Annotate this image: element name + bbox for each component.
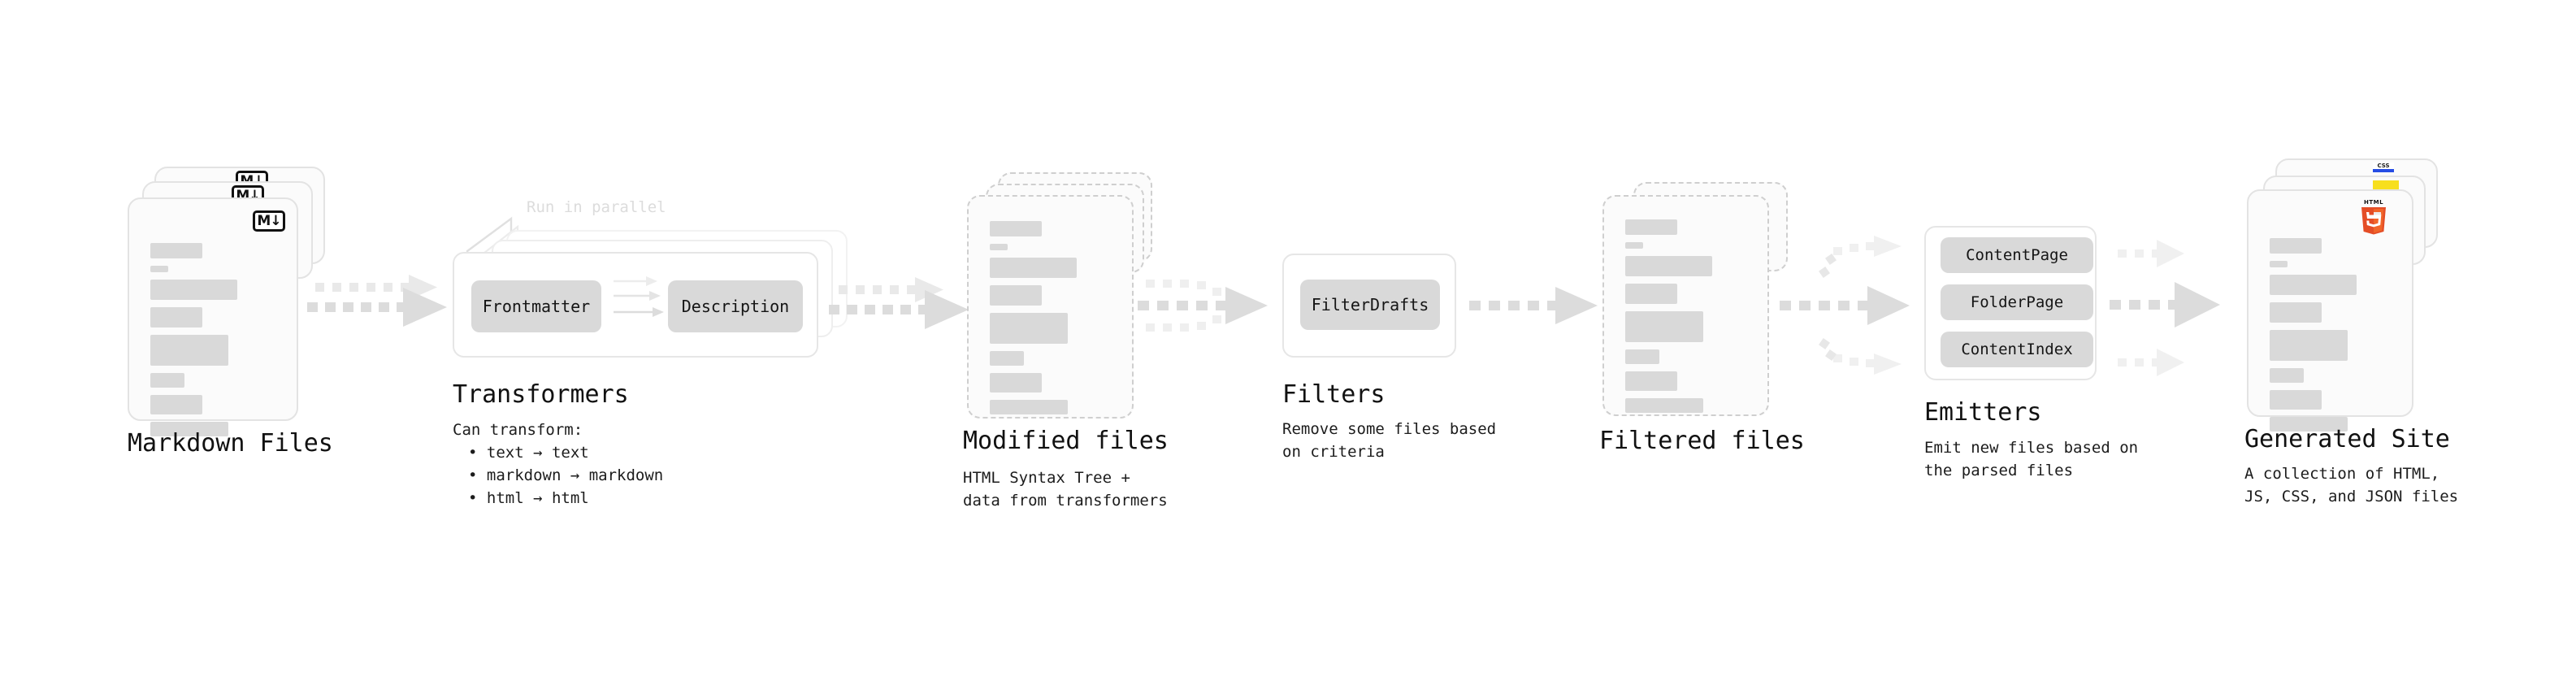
emitters-subtitle: Emit new files based on the parsed files bbox=[1924, 439, 2139, 479]
connector-modified-to-filters bbox=[1138, 280, 1268, 332]
content-bar bbox=[2270, 302, 2322, 323]
content-bar bbox=[990, 351, 1024, 366]
connector-markdown-to-transformers bbox=[307, 275, 447, 327]
content-bar bbox=[990, 258, 1077, 278]
connector-filters-to-filtered bbox=[1469, 287, 1598, 324]
css-icon-rule bbox=[2373, 169, 2394, 172]
filter-chip-filterdrafts[interactable]: FilterDrafts bbox=[1300, 280, 1440, 330]
emitter-chip-folderpage[interactable]: FolderPage bbox=[1941, 284, 2093, 320]
run-in-parallel-label: Run in parallel bbox=[527, 198, 666, 216]
content-bar bbox=[2270, 390, 2322, 410]
stage-title-filters: Filters bbox=[1282, 380, 1386, 409]
card-content-bars bbox=[1625, 219, 1751, 420]
card-content-bars bbox=[150, 243, 280, 444]
content-bar bbox=[990, 244, 1008, 250]
stage-title-markdown-files: Markdown Files bbox=[128, 429, 333, 458]
transformer-inner-arrows bbox=[614, 276, 664, 317]
content-bar bbox=[990, 373, 1042, 393]
content-bar bbox=[1625, 349, 1659, 364]
stage-title-generated-site: Generated Site bbox=[2244, 425, 2450, 453]
content-bar bbox=[1625, 284, 1677, 304]
markdown-file-card: M↓ bbox=[128, 197, 298, 436]
transformers-bullet-2: • html → html bbox=[468, 489, 589, 507]
connector-emitters-to-site bbox=[2110, 240, 2220, 376]
content-bar bbox=[1625, 311, 1703, 342]
connector-filtered-to-emitters bbox=[1780, 236, 1910, 375]
transformers-subtitle: Can transform: bbox=[453, 421, 583, 439]
content-bar bbox=[1625, 256, 1712, 276]
card-content-bars bbox=[990, 221, 1116, 422]
content-bar bbox=[990, 400, 1068, 414]
emitter-chip-contentpage[interactable]: ContentPage bbox=[1941, 237, 2093, 273]
content-bar bbox=[150, 307, 202, 327]
content-bar bbox=[2270, 330, 2348, 361]
html5-icon: HTML bbox=[2358, 197, 2389, 235]
css-icon-label: CSS bbox=[2377, 163, 2390, 169]
content-bar bbox=[150, 266, 168, 272]
content-bar bbox=[150, 373, 184, 388]
modified-files-subtitle: HTML Syntax Tree + data from transformer… bbox=[963, 469, 1168, 510]
content-bar bbox=[2270, 275, 2357, 295]
transformers-bullet-1: • markdown → markdown bbox=[468, 466, 664, 484]
stage-title-modified-files: Modified files bbox=[963, 427, 1169, 455]
content-bar bbox=[150, 422, 228, 436]
content-bar bbox=[150, 243, 202, 258]
content-bar bbox=[1625, 242, 1643, 249]
content-bar bbox=[150, 280, 237, 300]
content-bar bbox=[1625, 398, 1703, 413]
transformer-chip-frontmatter[interactable]: Frontmatter bbox=[471, 280, 601, 332]
content-bar bbox=[1625, 219, 1677, 235]
generated-site-subtitle: A collection of HTML, JS, CSS, and JSON … bbox=[2244, 465, 2459, 505]
content-bar bbox=[150, 395, 202, 414]
content-bar bbox=[990, 313, 1068, 344]
content-bar bbox=[990, 285, 1042, 306]
content-bar bbox=[150, 335, 228, 366]
content-bar bbox=[990, 221, 1042, 236]
filters-subtitle: Remove some files based on criteria bbox=[1282, 420, 1497, 461]
markdown-icon: M↓ bbox=[253, 210, 285, 232]
content-bar bbox=[1625, 371, 1677, 391]
emitter-chip-contentindex[interactable]: ContentIndex bbox=[1941, 332, 2093, 367]
content-bar bbox=[2270, 368, 2304, 383]
modified-file-card bbox=[967, 195, 1134, 419]
content-bar bbox=[2270, 417, 2348, 432]
transformer-chip-description[interactable]: Description bbox=[668, 280, 803, 332]
stage-title-transformers: Transformers bbox=[453, 380, 629, 409]
css-icon: CSS bbox=[2373, 163, 2394, 172]
filtered-file-card bbox=[1602, 195, 1769, 416]
card-content-bars bbox=[2270, 238, 2396, 439]
content-bar bbox=[2270, 261, 2288, 267]
content-bar bbox=[2270, 238, 2322, 254]
stage-title-filtered-files: Filtered files bbox=[1599, 427, 1805, 455]
generated-site-card bbox=[2247, 189, 2413, 432]
connector-transformers-to-modified bbox=[829, 277, 969, 329]
svg-text:HTML: HTML bbox=[2364, 199, 2383, 206]
stage-title-emitters: Emitters bbox=[1924, 398, 2042, 427]
transformers-bullet-0: • text → text bbox=[468, 444, 589, 462]
